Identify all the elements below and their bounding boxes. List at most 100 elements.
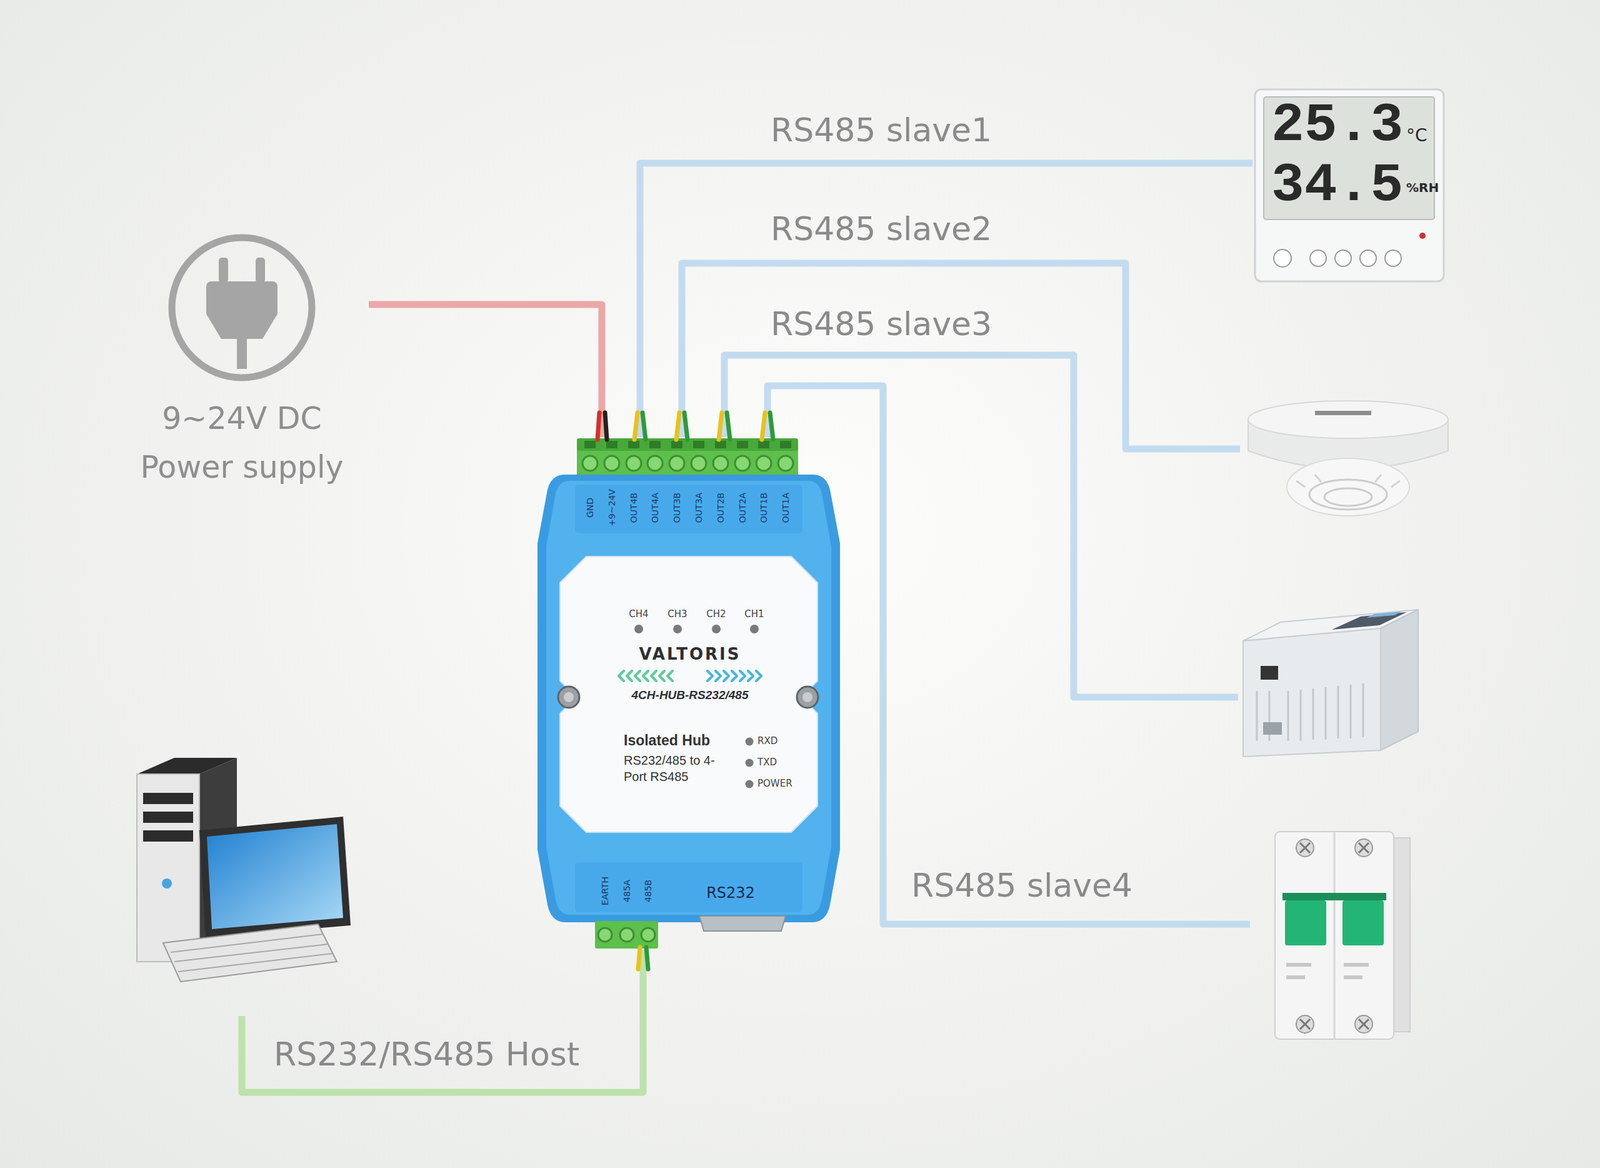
circuit-breaker-body xyxy=(1300,1018,1310,1029)
connector-label: RS485 slave3 xyxy=(770,305,992,344)
smoke-detector-body xyxy=(1296,480,1305,487)
rs485-wire-tips xyxy=(684,412,688,440)
circuit-breaker-body xyxy=(1355,1015,1373,1033)
thermo-hygrometer-body xyxy=(1310,250,1327,267)
hub-body xyxy=(537,474,840,922)
smoke-detector-body xyxy=(1309,479,1387,510)
circuit-breaker-body xyxy=(1285,900,1327,945)
pin-name: GND xyxy=(585,497,595,518)
computer-body xyxy=(130,755,352,1016)
plc-body xyxy=(1350,684,1352,739)
terminal-block xyxy=(756,455,772,471)
channel-label: CH3 xyxy=(667,608,687,620)
db9-connector xyxy=(699,915,786,931)
power-plug-icon xyxy=(206,281,278,318)
plc-body xyxy=(1243,628,1381,757)
circuit-breaker-body xyxy=(1343,962,1369,967)
channel-led xyxy=(634,624,644,634)
terminal-block xyxy=(736,440,749,449)
hub-body xyxy=(575,484,803,534)
host-terminal-block xyxy=(641,927,655,942)
circuit-breaker-body xyxy=(1358,1018,1369,1029)
smoke-detector-body xyxy=(1375,474,1382,482)
rs485-line xyxy=(640,163,1253,437)
plc-body xyxy=(1325,686,1327,740)
rs485-wire-tips xyxy=(726,412,730,440)
mounting-screw xyxy=(563,691,574,702)
plc-body xyxy=(1238,596,1442,761)
power-wire-tips xyxy=(605,412,607,440)
terminal-block xyxy=(735,455,750,471)
circuit-breaker-body xyxy=(1282,892,1387,900)
circuit-breaker-body xyxy=(1296,838,1314,857)
thermo-hygrometer-body xyxy=(1360,250,1377,267)
thermo-hygrometer-body xyxy=(1255,89,1444,282)
rs485-wire-tips xyxy=(718,412,722,440)
host-terminal-block xyxy=(620,927,634,942)
circuit-breaker-body xyxy=(1343,975,1363,979)
brand-name: VALTORIS xyxy=(638,645,741,664)
mounting-screw xyxy=(558,686,580,708)
thermo-hygrometer-body xyxy=(1335,250,1352,267)
terminal-block xyxy=(713,455,729,471)
channel-led xyxy=(750,624,759,634)
circuit-breaker-body xyxy=(1250,825,1414,1047)
host-computer xyxy=(130,755,352,1016)
plc-body xyxy=(1263,721,1282,735)
plc-body xyxy=(1337,685,1340,739)
connector-label: RS485 slave2 xyxy=(770,210,992,249)
plc-controller xyxy=(1238,596,1442,761)
plc-body xyxy=(1362,683,1365,737)
direction-chevrons xyxy=(707,670,762,681)
circuit-breaker-body xyxy=(1286,975,1305,979)
terminal-block xyxy=(604,455,620,471)
product-subtitle: RS232/485 to 4-Port RS485 xyxy=(623,751,718,785)
computer-body xyxy=(143,830,194,842)
thermo-hygrometer-body xyxy=(1273,249,1292,267)
pin-name: EARTH xyxy=(600,876,610,905)
circuit-breaker-body xyxy=(1358,1018,1369,1029)
pin-name: OUT3A xyxy=(693,492,704,523)
pin-name: OUT4B xyxy=(628,492,639,523)
terminal-block xyxy=(669,455,685,471)
computer-body xyxy=(178,953,333,972)
smoke-detector-body xyxy=(1296,474,1400,487)
pin-name: OUT4A xyxy=(650,492,660,523)
front-panel xyxy=(560,556,818,832)
power-plug-icon xyxy=(255,257,265,283)
pin-name: OUT3B xyxy=(671,492,682,523)
lcd-reading: 25.3 xyxy=(1271,96,1404,155)
pin-name: OUT2B xyxy=(715,492,726,523)
circuit-breaker-body xyxy=(1358,842,1369,853)
channel-label: CH4 xyxy=(628,608,649,620)
plc-body xyxy=(1366,611,1402,618)
power-wire-tips xyxy=(597,412,600,440)
rs485-wire-tips xyxy=(642,412,646,440)
terminal-block xyxy=(606,440,618,449)
terminal-block xyxy=(649,440,661,449)
terminal-block xyxy=(758,440,770,449)
status-led xyxy=(745,737,754,746)
circuit-breaker-body xyxy=(1342,900,1384,945)
direction-chevrons xyxy=(618,670,673,681)
status-label: RXD xyxy=(757,735,778,747)
thermo-hygrometer-body xyxy=(1273,249,1402,267)
power-supply: 9~24V DC Power supply xyxy=(112,231,369,494)
plc-body xyxy=(1256,690,1259,741)
terminal-block xyxy=(584,440,596,449)
power-plug-icon xyxy=(171,237,312,378)
plc-body xyxy=(1287,690,1290,741)
circuit-breaker-body xyxy=(1275,831,1394,1039)
plc-body xyxy=(1260,665,1279,680)
terminal-block xyxy=(715,440,727,449)
channel-label: CH2 xyxy=(706,608,726,620)
rs485-wire-tips xyxy=(646,946,649,969)
terminal-block xyxy=(647,455,663,471)
smoke-detector-body xyxy=(1286,458,1410,516)
circuit-breaker-body xyxy=(1300,842,1310,853)
host-terminal-block xyxy=(595,920,659,949)
circuit-breaker-body xyxy=(1333,831,1336,1039)
unit-label: °C xyxy=(1406,125,1428,146)
